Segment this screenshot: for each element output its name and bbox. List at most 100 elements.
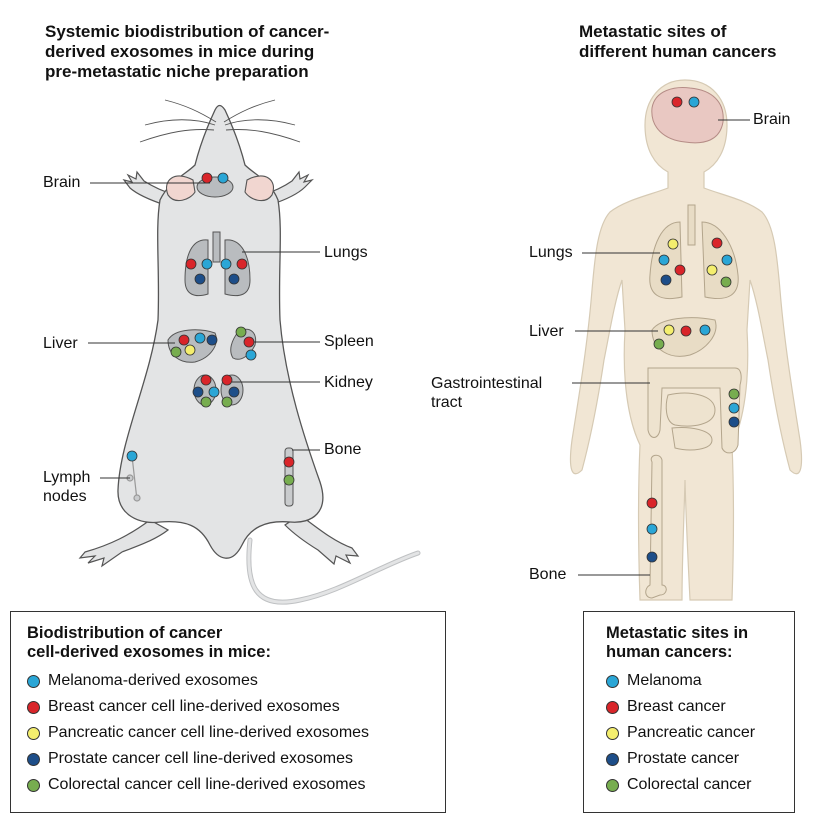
- mouse-brain-dots: [201, 172, 229, 184]
- dot-pancreatic: [663, 324, 675, 336]
- dot-melanoma: [721, 254, 733, 266]
- mouse-ear-left: [166, 175, 196, 202]
- gi-label-line-1: Gastrointestinal: [431, 375, 543, 392]
- dot-melanoma: [217, 172, 229, 184]
- dot-breast: [243, 336, 255, 348]
- lymph-label-line-2: nodes: [43, 488, 87, 505]
- legend-swatch-icon: [27, 726, 40, 740]
- dot-colorectal: [720, 276, 732, 288]
- human-label-brain: Brain: [753, 111, 791, 128]
- human-illustration: [569, 79, 803, 601]
- mouse-label-liver: Liver: [43, 335, 78, 352]
- human-panel-title: Metastatic sites of different human canc…: [579, 22, 776, 62]
- dot-breast: [680, 325, 692, 337]
- legend-swatch-icon: [606, 674, 619, 688]
- legend-item-label: Colorectal cancer cell line-derived exos…: [48, 776, 366, 793]
- legend-mouse-title-line-1: Biodistribution of cancer: [27, 624, 223, 642]
- dot-colorectal: [170, 346, 182, 358]
- dot-melanoma: [220, 258, 232, 270]
- human-label-lungs: Lungs: [529, 244, 573, 261]
- mouse-liver-dots: [170, 332, 218, 358]
- human-liver-dots: [653, 324, 711, 350]
- mouse-hind-foot-left: [78, 519, 170, 568]
- dot-prostate: [228, 273, 240, 285]
- legend-item: Melanoma: [606, 668, 794, 694]
- legend-item-label: Pancreatic cancer: [627, 724, 756, 741]
- leader-lines: [88, 119, 750, 576]
- dot-breast: [711, 237, 723, 249]
- dot-breast: [236, 258, 248, 270]
- legend-item-label: Melanoma: [627, 672, 702, 689]
- mouse-kidney-dots: [192, 374, 240, 408]
- legend-item-label: Breast cancer cell line-derived exosomes: [48, 698, 340, 715]
- legend-item: Melanoma-derived exosomes: [27, 668, 445, 694]
- dot-breast: [221, 374, 233, 386]
- mouse-ear-right: [244, 175, 274, 202]
- dot-breast: [671, 96, 683, 108]
- dot-pancreatic: [706, 264, 718, 276]
- legend-item-label: Pancreatic cancer cell line-derived exos…: [48, 724, 370, 741]
- legend-item: Prostate cancer: [606, 746, 794, 772]
- dot-prostate: [660, 274, 672, 286]
- human-lungs-dots: [658, 237, 733, 288]
- legend-human-title-line-1: Metastatic sites in: [606, 624, 749, 642]
- legend-swatch-icon: [606, 752, 619, 766]
- legend-item: Breast cancer: [606, 694, 794, 720]
- human-label-gi-tract: Gastrointestinal tract: [431, 374, 542, 412]
- dot-breast: [200, 374, 212, 386]
- mouse-label-bone: Bone: [324, 441, 362, 458]
- human-bone-dots: [646, 497, 658, 563]
- mouse-spleen-dots: [235, 326, 257, 361]
- mouse-lymph-node-dots: [126, 450, 138, 462]
- legend-item: Pancreatic cancer cell line-derived exos…: [27, 720, 445, 746]
- mouse-hind-foot-right: [284, 514, 360, 566]
- dot-melanoma: [658, 254, 670, 266]
- mouse-panel-title: Systemic biodistribution of cancer- deri…: [45, 22, 329, 82]
- human-gi-tract-dots: [728, 388, 740, 428]
- dot-breast: [185, 258, 197, 270]
- human-label-liver: Liver: [529, 323, 564, 340]
- mouse-illustration: [78, 99, 421, 605]
- dot-prostate: [646, 551, 658, 563]
- dot-pancreatic: [184, 344, 196, 356]
- legend-item: Prostate cancer cell line-derived exosom…: [27, 746, 445, 772]
- mouse-label-lungs: Lungs: [324, 244, 368, 261]
- dot-prostate: [228, 386, 240, 398]
- legend-swatch-icon: [606, 726, 619, 740]
- legend-item-label: Prostate cancer cell line-derived exosom…: [48, 750, 354, 767]
- dot-prostate: [192, 386, 204, 398]
- dot-melanoma: [728, 402, 740, 414]
- dot-breast: [201, 172, 213, 184]
- legend-item: Colorectal cancer cell line-derived exos…: [27, 772, 445, 798]
- dot-melanoma: [699, 324, 711, 336]
- human-gi-tract-organ: [647, 367, 742, 454]
- legend-item: Pancreatic cancer: [606, 720, 794, 746]
- dot-melanoma: [646, 523, 658, 535]
- dot-prostate: [194, 273, 206, 285]
- legend-mouse: Biodistribution of cancer cell-derived e…: [10, 611, 446, 813]
- legend-human-title: Metastatic sites in human cancers:: [606, 624, 794, 662]
- dot-colorectal: [653, 338, 665, 350]
- mouse-title-line-3: pre-metastatic niche preparation: [45, 62, 309, 81]
- dot-melanoma: [688, 96, 700, 108]
- dot-breast: [178, 334, 190, 346]
- dot-melanoma: [201, 258, 213, 270]
- dot-breast: [646, 497, 658, 509]
- dot-colorectal: [200, 396, 212, 408]
- legend-human: Metastatic sites in human cancers: Melan…: [583, 611, 795, 813]
- dot-breast: [283, 456, 295, 468]
- mouse-title-line-1: Systemic biodistribution of cancer-: [45, 22, 330, 41]
- dot-melanoma: [208, 386, 220, 398]
- dot-colorectal: [235, 326, 247, 338]
- mouse-label-lymph-nodes: Lymph nodes: [43, 468, 90, 506]
- human-title-line-2: different human cancers: [579, 42, 777, 61]
- legend-mouse-title-line-2: cell-derived exosomes in mice:: [27, 643, 271, 661]
- mouse-bone-dots: [283, 456, 295, 486]
- human-label-bone: Bone: [529, 566, 567, 583]
- legend-swatch-icon: [27, 700, 40, 714]
- mouse-lungs-dots: [185, 258, 248, 285]
